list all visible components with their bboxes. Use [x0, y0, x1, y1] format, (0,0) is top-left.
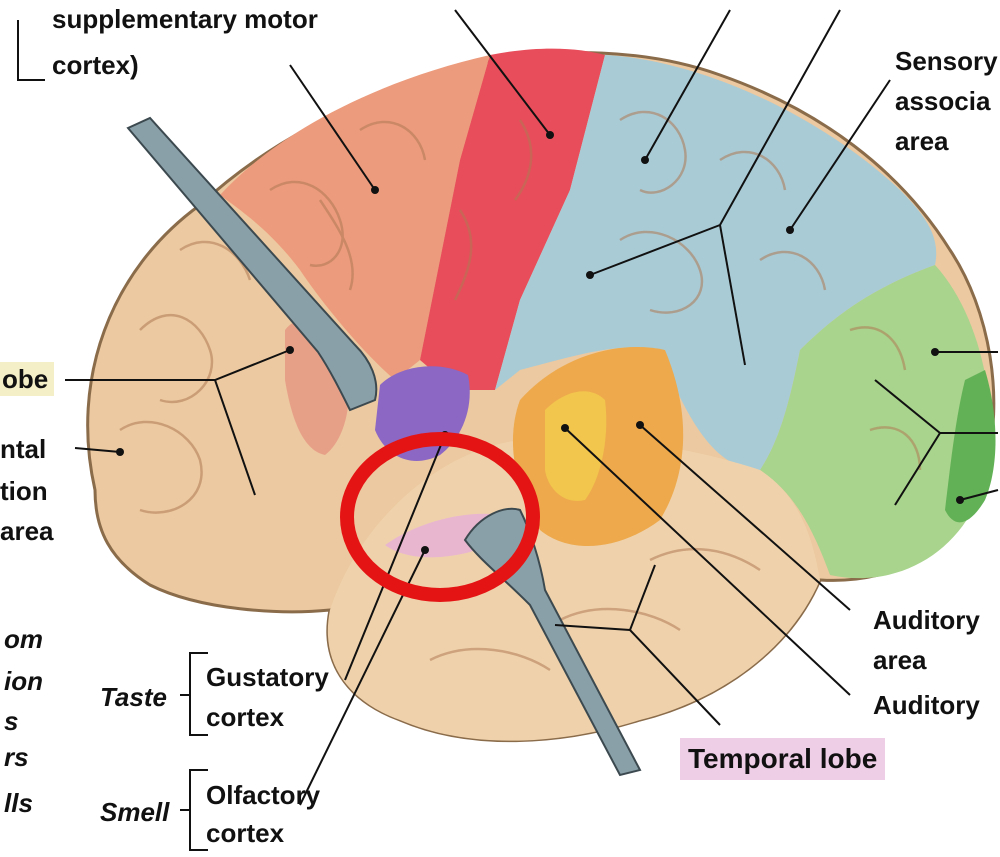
label-gustatory-2: cortex [206, 700, 284, 734]
label-left-italic-0: om [4, 622, 43, 656]
label-frontal-lobe: obe [0, 362, 54, 396]
label-auditory-assoc-2: area [873, 643, 927, 677]
label-prefrontal: ntal [0, 432, 46, 466]
label-olfactory: Olfactory [206, 778, 320, 812]
label-prefrontal-2: tion [0, 474, 48, 508]
label-olfactory-2: cortex [206, 816, 284, 850]
label-smell: Smell [100, 795, 169, 829]
label-prefrontal-3: area [0, 514, 54, 548]
label-gustatory: Gustatory [206, 660, 329, 694]
label-temporal-lobe: Temporal lobe [680, 738, 885, 780]
label-sensory-2: associa [895, 84, 990, 118]
label-left-italic-1: ion [4, 664, 43, 698]
label-taste: Taste [100, 680, 167, 714]
label-left-italic-4: lls [4, 786, 33, 820]
label-left-italic-3: rs [4, 740, 29, 774]
label-left-italic-2: s [4, 704, 18, 738]
label-sensory-3: area [895, 124, 949, 158]
label-auditory-assoc: Auditory [873, 603, 980, 637]
label-auditory: Auditory [873, 688, 980, 722]
label-sensory: Sensory [895, 44, 998, 78]
label-supplementary-2: cortex) [52, 48, 139, 82]
label-supplementary: supplementary motor [52, 2, 318, 36]
